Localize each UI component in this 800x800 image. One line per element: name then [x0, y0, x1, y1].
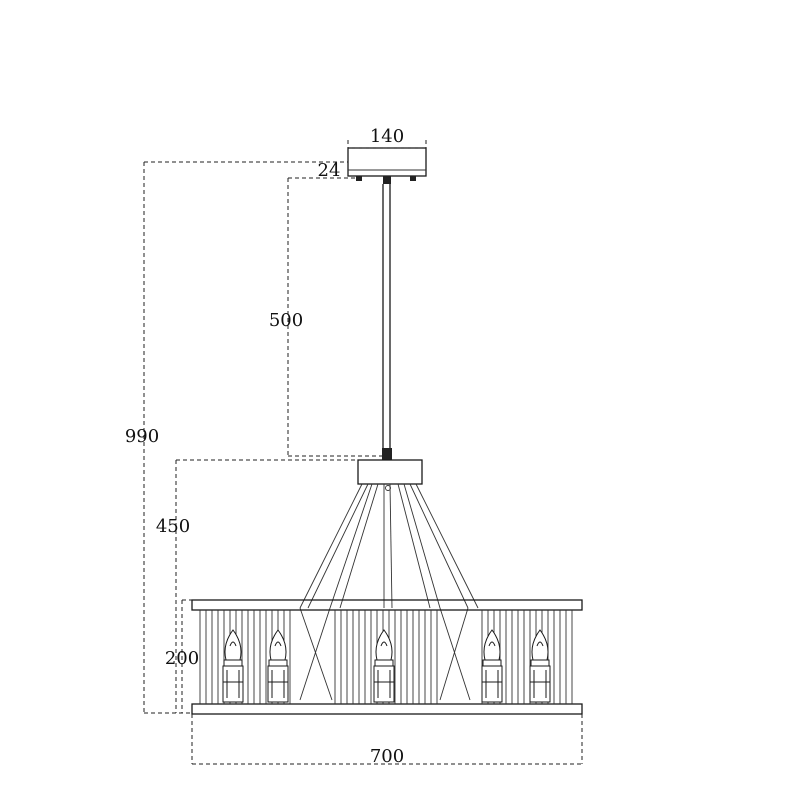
- candle-bulb: [373, 629, 395, 703]
- candle-bulbs: [222, 629, 551, 703]
- dimension-labels: 140 24 500 990 450 200 700: [125, 126, 404, 767]
- support-arms: [299, 483, 479, 701]
- candle-bulb: [481, 629, 503, 703]
- suspension-rod: [382, 184, 392, 460]
- ceiling-canopy: [347, 147, 427, 184]
- candle-bulb: [222, 629, 244, 703]
- shade-width-label: 700: [370, 746, 404, 767]
- candle-bulb: [529, 629, 551, 703]
- total-height-label: 990: [125, 426, 159, 447]
- candle-bulb: [267, 629, 289, 703]
- canopy-width-label: 140: [370, 126, 404, 147]
- shade-height-label: 200: [165, 648, 199, 669]
- rod-length-label: 500: [269, 310, 303, 331]
- canopy-height-label: 24: [318, 160, 341, 181]
- dimension-lines: [143, 140, 583, 765]
- frame-drop-label: 450: [156, 516, 190, 537]
